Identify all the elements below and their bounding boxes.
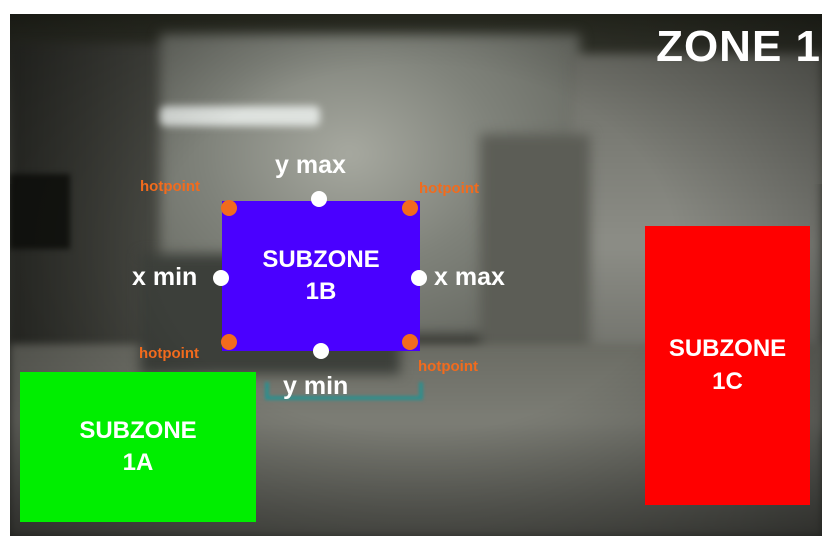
hotpoint-bottom-left[interactable] — [221, 334, 237, 350]
subzone-1c-label-line2: 1C — [712, 367, 743, 395]
subzone-1b-label-line2: 1B — [305, 278, 337, 305]
hotpoint-bottom-right[interactable] — [402, 334, 418, 350]
y-max-label: y max — [275, 151, 346, 179]
subzone-1b-label-line1: SUBZONE — [262, 245, 380, 273]
hotpoint-top-left[interactable] — [221, 200, 237, 216]
x-min-label: x min — [132, 263, 198, 291]
subzone-1b[interactable]: SUBZONE 1B — [222, 201, 420, 351]
hotpoint-label-top-right: hotpoint — [419, 180, 479, 197]
hotpoint-label-top-left: hotpoint — [140, 178, 200, 195]
subzone-1c[interactable]: SUBZONE 1C — [645, 226, 810, 505]
y-max-handle[interactable] — [311, 191, 327, 207]
y-min-handle[interactable] — [313, 343, 329, 359]
subzone-1a-label-line1: SUBZONE — [79, 416, 197, 444]
subzone-1c-label-line1: SUBZONE — [668, 335, 787, 363]
subzone-1a[interactable]: SUBZONE 1A — [20, 372, 256, 522]
y-min-label: y min — [283, 372, 349, 400]
hotpoint-label-bottom-right: hotpoint — [418, 358, 478, 375]
hotpoint-top-right[interactable] — [402, 200, 418, 216]
x-max-handle[interactable] — [411, 270, 427, 286]
zone-title: ZONE 1 — [656, 22, 821, 71]
x-min-handle[interactable] — [213, 270, 229, 286]
hotpoint-label-bottom-left: hotpoint — [139, 345, 199, 362]
subzone-1a-label-line2: 1A — [122, 449, 154, 476]
x-max-label: x max — [434, 263, 505, 291]
